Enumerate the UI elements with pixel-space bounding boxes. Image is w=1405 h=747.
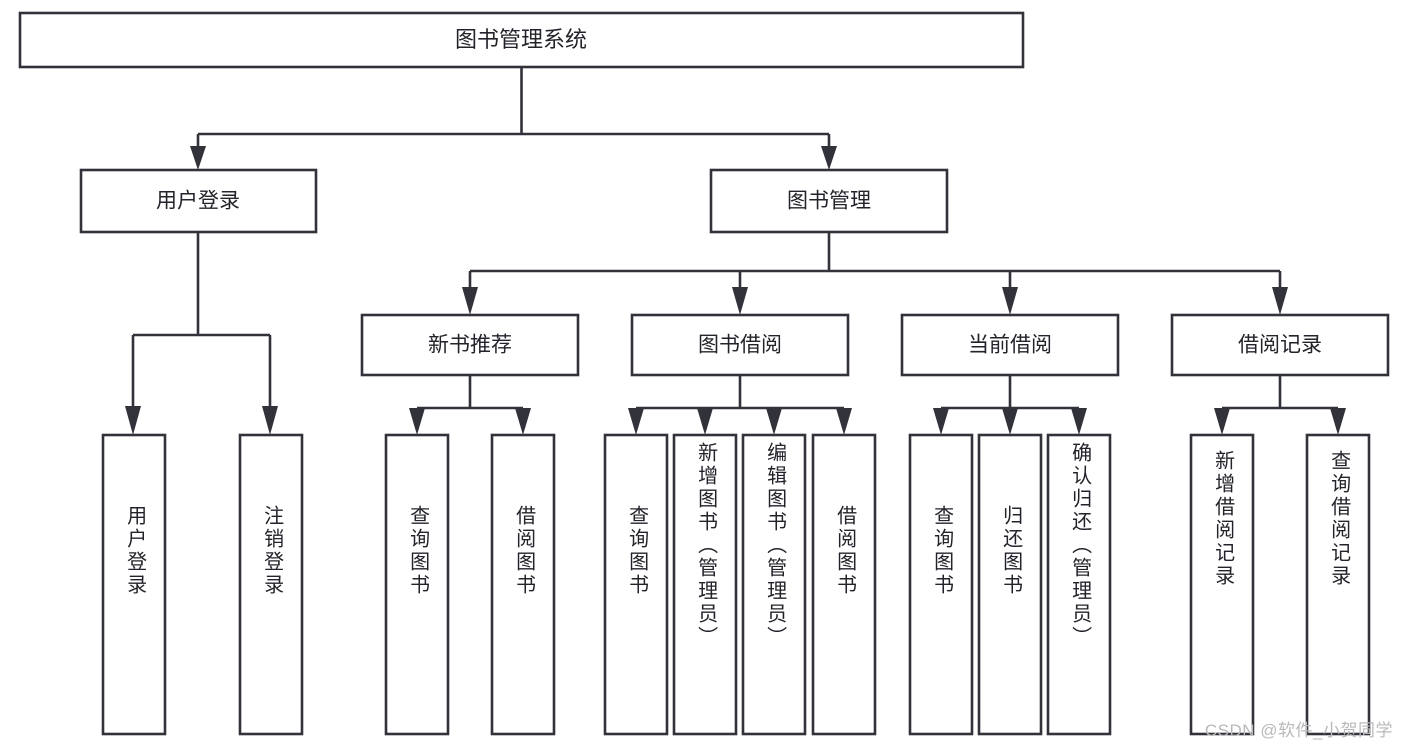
arrow-bb-leaf-3 — [836, 408, 852, 435]
leaf-box[interactable] — [908, 433, 974, 736]
node-borrow-record[interactable]: 借阅记录 — [1170, 313, 1390, 377]
connector-group-new-book-rec — [409, 375, 531, 435]
leaf-box[interactable] — [490, 433, 556, 736]
connector-group-book-manage — [462, 232, 1288, 315]
arrow-cb-leaf-2 — [1071, 408, 1087, 435]
node-book-manage-label: 图书管理 — [787, 190, 871, 213]
leaf-group-current-borrow — [908, 433, 1112, 736]
leaf-box[interactable] — [1305, 433, 1371, 736]
leaf-group-borrow-record — [1189, 433, 1371, 736]
leaf-group-new-book-rec — [384, 433, 556, 736]
node-book-borrow-label: 图书借阅 — [698, 334, 782, 357]
arrow-nbr-leaf-1 — [515, 408, 531, 435]
arrow-cb-leaf-1 — [1002, 408, 1018, 435]
connector-group-borrow-record — [1214, 375, 1346, 435]
arrow-br-leaf-0 — [1214, 408, 1230, 435]
node-current-borrow-box[interactable] — [900, 313, 1120, 377]
leaf-group-book-borrow — [603, 433, 877, 736]
arrow-bb-leaf-0 — [628, 408, 644, 435]
node-user-login[interactable]: 用户登录 — [79, 168, 318, 234]
node-book-manage[interactable]: 图书管理 — [709, 168, 949, 234]
node-new-book-rec-box[interactable] — [360, 313, 580, 377]
node-book-borrow-box[interactable] — [630, 313, 850, 377]
node-current-borrow-label: 当前借阅 — [968, 334, 1052, 357]
connector-group-root — [190, 67, 837, 170]
arrow-nbr-leaf-0 — [409, 408, 425, 435]
arrow-bm-to-new-book-rec — [462, 287, 478, 315]
node-new-book-rec-label: 新书推荐 — [428, 334, 512, 357]
watermark: CSDN @软件_小贺同学 — [1204, 721, 1393, 740]
leaf-box[interactable] — [811, 433, 877, 736]
leaf-group-user-login — [101, 433, 304, 736]
arrow-bm-to-book-borrow — [732, 287, 748, 315]
node-user-login-box[interactable] — [79, 168, 318, 234]
arrow-br-leaf-1 — [1330, 408, 1346, 435]
arrow-bm-to-current-borrow — [1002, 287, 1018, 315]
node-root-box[interactable] — [18, 11, 1025, 69]
arrow-user-login-leaf-0 — [125, 406, 141, 435]
arrow-bm-to-borrow-record — [1272, 287, 1288, 315]
connector-group-current-borrow — [933, 375, 1087, 435]
arrow-root-to-user-login — [190, 146, 206, 170]
leaf-box[interactable] — [672, 433, 738, 736]
leaf-box[interactable] — [603, 433, 669, 736]
node-book-borrow[interactable]: 图书借阅 — [630, 313, 850, 377]
node-borrow-record-box[interactable] — [1170, 313, 1390, 377]
node-book-manage-box[interactable] — [709, 168, 949, 234]
leaf-box[interactable] — [1046, 433, 1112, 736]
leaf-box[interactable] — [1189, 433, 1255, 736]
node-borrow-record-label: 借阅记录 — [1238, 334, 1322, 357]
connector-group-book-borrow — [628, 375, 852, 435]
leaf-box[interactable] — [977, 433, 1043, 736]
node-new-book-rec[interactable]: 新书推荐 — [360, 313, 580, 377]
connector-group-user-login — [125, 232, 278, 435]
arrow-bb-leaf-2 — [766, 408, 782, 435]
node-root-label: 图书管理系统 — [455, 27, 587, 52]
node-user-login-label: 用户登录 — [156, 190, 240, 213]
leaf-box[interactable] — [238, 433, 304, 736]
arrow-cb-leaf-0 — [933, 408, 949, 435]
leaf-box[interactable] — [101, 433, 167, 736]
node-root[interactable]: 图书管理系统 — [18, 11, 1025, 69]
node-current-borrow[interactable]: 当前借阅 — [900, 313, 1120, 377]
leaf-box[interactable] — [384, 433, 450, 736]
arrow-bb-leaf-1 — [697, 408, 713, 435]
arrow-user-login-leaf-1 — [262, 406, 278, 435]
arrow-root-to-book-manage — [821, 146, 837, 170]
leaf-box[interactable] — [741, 433, 807, 736]
